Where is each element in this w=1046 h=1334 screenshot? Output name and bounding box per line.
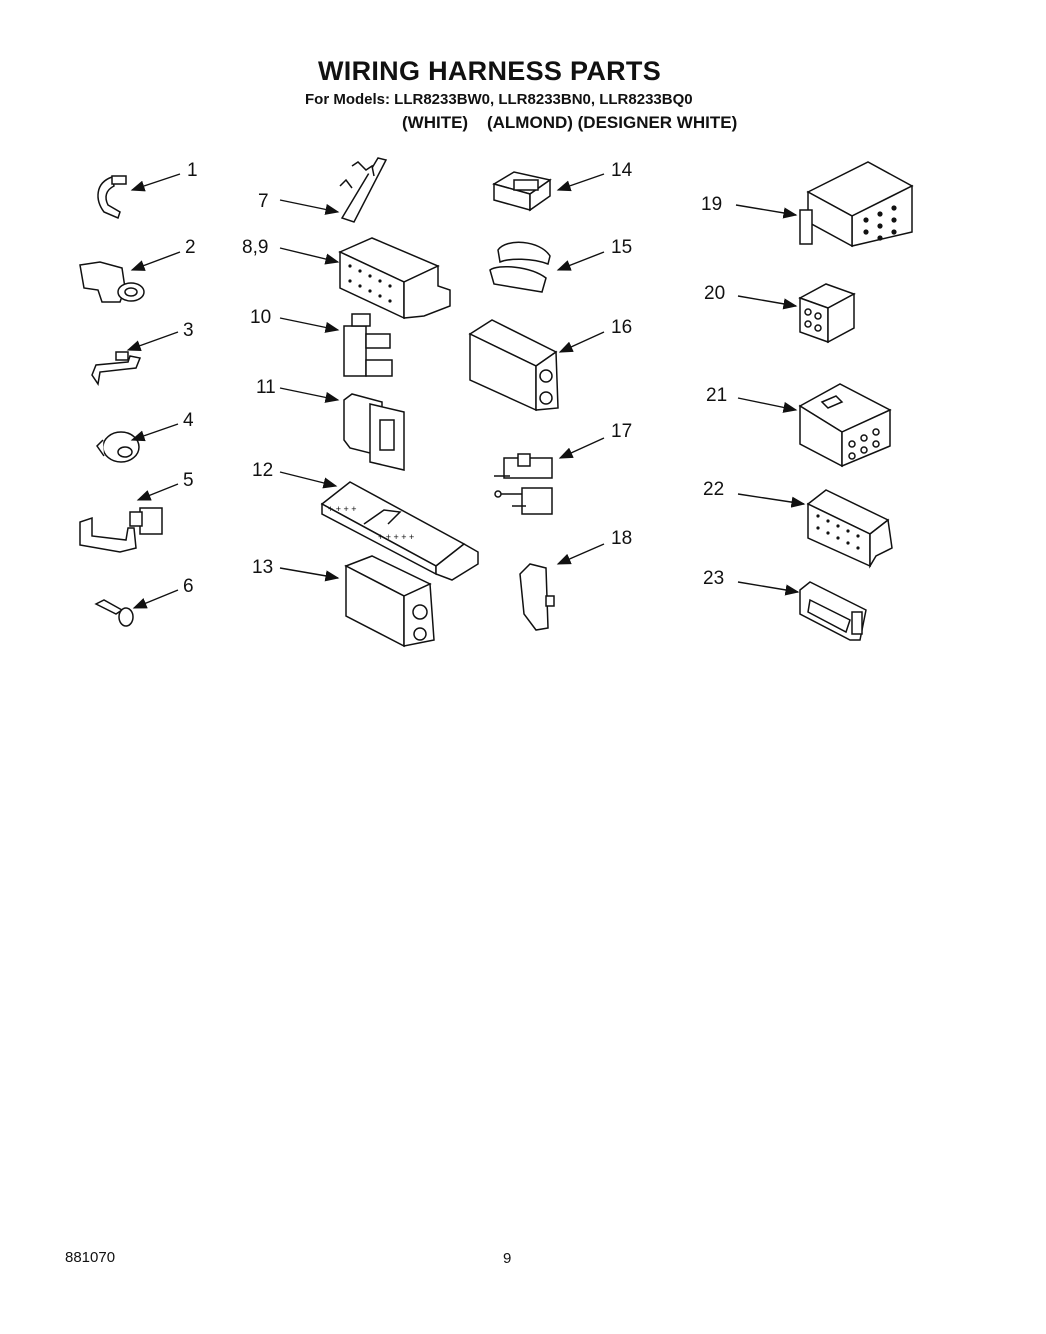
callout-11: 11	[256, 377, 276, 398]
callout-7: 7	[258, 191, 269, 212]
part-11-plug-connector	[343, 393, 405, 471]
leader-15	[556, 251, 605, 271]
leader-13	[279, 567, 340, 582]
part-20-cube-connector	[798, 283, 856, 344]
leader-3	[126, 331, 179, 352]
part-6-screw	[94, 599, 134, 627]
part-4-grommet	[96, 431, 140, 463]
page-number: 9	[503, 1250, 512, 1267]
part-15-sleeve	[489, 241, 551, 293]
callout-5: 5	[183, 470, 194, 491]
leader-7	[279, 199, 340, 215]
leader-11	[279, 387, 340, 403]
callout-15: 15	[611, 237, 632, 258]
part-5-cable-clamp	[79, 507, 163, 553]
callout-12: 12	[252, 460, 273, 481]
part-23-dsub-connector	[799, 581, 867, 641]
callout-16: 16	[611, 317, 632, 338]
part-3-bracket	[91, 351, 142, 386]
callout-1: 1	[187, 160, 198, 181]
leader-21	[737, 397, 798, 413]
part-19-multi-connector	[799, 161, 914, 248]
leader-6	[132, 589, 179, 609]
callout-17: 17	[611, 421, 632, 442]
part-16-housing	[468, 319, 559, 412]
callout-13: 13	[252, 557, 273, 578]
leader-19	[735, 204, 798, 219]
part-2-clamp	[79, 261, 145, 303]
color-variants: (WHITE) (ALMOND) (DESIGNER WHITE)	[402, 113, 738, 132]
callout-19: 19	[701, 194, 722, 215]
callout-22: 22	[703, 479, 724, 500]
callout-3: 3	[183, 320, 194, 341]
part-18-clip	[519, 563, 555, 631]
model-list: For Models: LLR8233BW0, LLR8233BN0, LLR8…	[305, 91, 693, 108]
leader-8-9	[279, 247, 340, 265]
leader-20	[737, 295, 798, 310]
callout-20: 20	[704, 283, 725, 304]
page-title: WIRING HARNESS PARTS	[318, 56, 662, 86]
callout-2: 2	[185, 237, 196, 258]
callout-4: 4	[183, 410, 194, 431]
callout-23: 23	[703, 568, 724, 589]
leader-18	[556, 543, 605, 565]
part-8-9-connector-housing	[338, 237, 451, 320]
leader-22	[737, 493, 806, 508]
part-17-plug	[494, 453, 553, 515]
document-code: 881070	[65, 1249, 116, 1266]
callout-6: 6	[183, 576, 194, 597]
part-12-terminal-board: + + + + + + + + +	[320, 481, 479, 581]
leader-12	[279, 471, 338, 489]
part-7-latch	[339, 157, 388, 223]
part-13-receptacle	[344, 555, 435, 648]
part-14-connector	[492, 171, 552, 212]
leader-17	[558, 437, 605, 459]
leader-10	[279, 317, 340, 333]
leader-14	[556, 173, 605, 192]
callout-21: 21	[706, 385, 727, 406]
part-1-clip	[97, 175, 127, 220]
leader-1	[130, 173, 181, 192]
leader-5	[136, 483, 179, 501]
part-10-terminal-block	[343, 313, 393, 377]
svg-text:+ + + + +: + + + + +	[378, 532, 414, 542]
callout-10: 10	[250, 307, 271, 328]
part-21-block-connector	[798, 383, 892, 468]
callout-8-9: 8,9	[242, 237, 268, 258]
svg-text:+ + + +: + + + +	[328, 504, 357, 514]
callout-18: 18	[611, 528, 632, 549]
leader-16	[558, 331, 605, 353]
leader-4	[130, 423, 179, 442]
leader-2	[130, 251, 181, 271]
part-22-multipin-connector	[806, 489, 893, 569]
leader-23	[737, 581, 800, 596]
callout-14: 14	[611, 160, 633, 181]
